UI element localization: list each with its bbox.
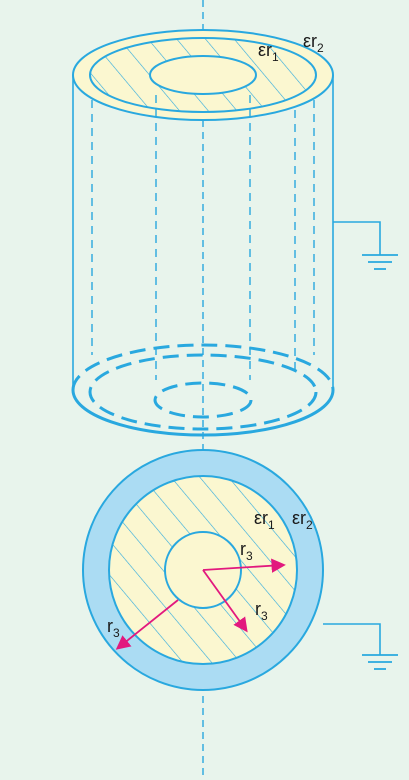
bottom-eps1-label: εr1	[254, 508, 275, 532]
radius-arrow-lower-left	[115, 599, 179, 650]
bottom-inner-ellipse	[88, 353, 318, 431]
radius-right-label: r3	[240, 539, 253, 563]
radius-left-label: r3	[107, 616, 120, 640]
top-eps1-label: εr1	[258, 40, 279, 64]
radius-arrow-right	[202, 558, 286, 573]
ground-symbol-icon	[362, 254, 398, 270]
top-ground-wire	[333, 221, 381, 255]
cable-3d-view: εr1 εr2	[71, 29, 398, 437]
bottom-ground-wire	[323, 623, 381, 655]
top-eps2-label: εr2	[303, 31, 324, 55]
ground-symbol-icon	[362, 654, 398, 670]
bottom-outer-back-arc	[71, 343, 335, 391]
bottom-eps2-label: εr2	[292, 508, 313, 532]
radius-arrow-lower-right	[202, 569, 248, 633]
bottom-outer-front-arc	[71, 389, 335, 437]
conductor-top	[149, 55, 257, 95]
radius-lower-label: r3	[255, 599, 268, 623]
bottom-core-ellipse	[153, 381, 253, 419]
cable-cross-section: εr1 εr2 r3 r3 r3	[82, 449, 398, 691]
